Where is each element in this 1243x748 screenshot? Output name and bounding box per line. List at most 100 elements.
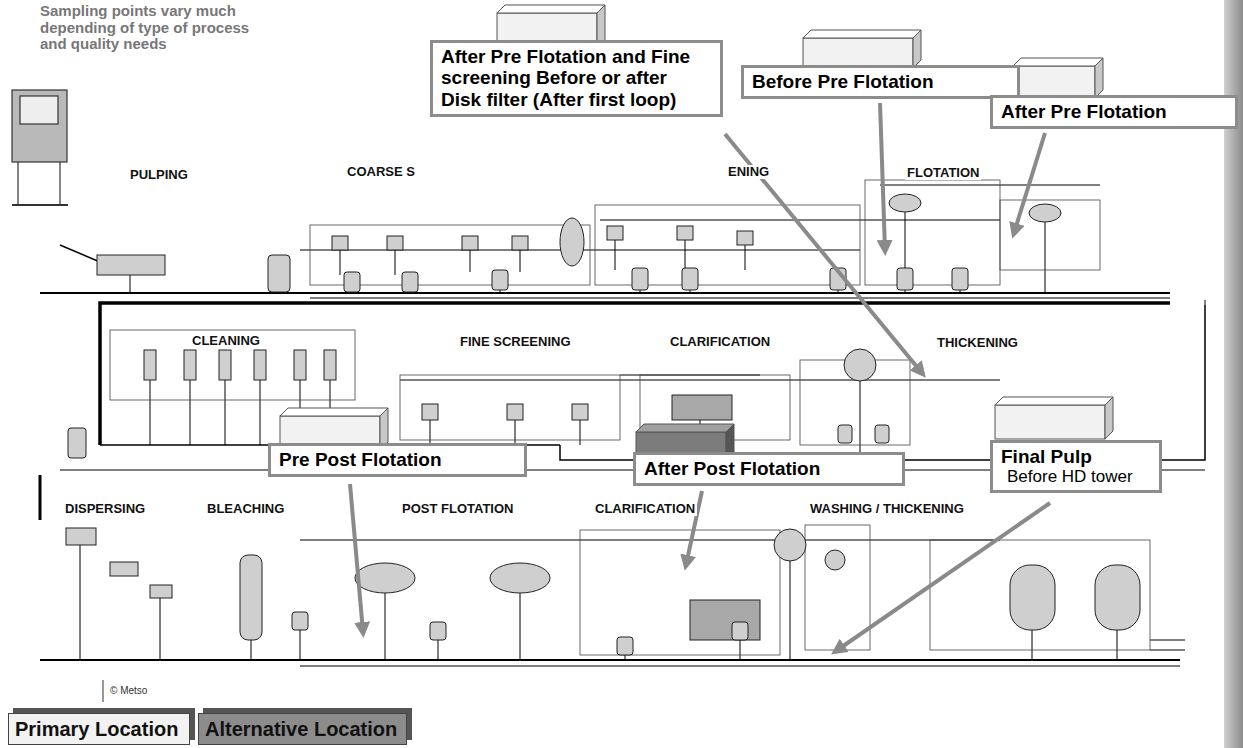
leader-arrow <box>1014 133 1045 233</box>
analyzer-box <box>1013 66 1095 98</box>
pulper-machine <box>20 96 58 124</box>
process-frames <box>110 180 1150 655</box>
process-frames <box>110 330 355 400</box>
legend-text: Primary Location <box>15 718 178 740</box>
process-units <box>68 428 86 458</box>
section-label: ENING <box>726 165 771 179</box>
callout-subtext: Before HD tower <box>1001 467 1151 486</box>
callout-text: After Pre Flotation and Fine screening B… <box>441 46 712 110</box>
section-label: FINE SCREENING <box>458 335 573 349</box>
process-frames <box>805 525 870 650</box>
sampling-callout: Pre Post Flotation <box>268 443 527 477</box>
process-units <box>844 349 876 381</box>
process-pipes <box>40 292 1170 294</box>
pulper-machine <box>12 90 68 205</box>
process-units <box>677 226 693 240</box>
analyzer-box <box>995 405 1105 439</box>
process-units <box>110 562 138 576</box>
process-units <box>97 255 165 275</box>
legend-swatch: Primary Location <box>8 713 190 745</box>
section-label: WASHING / THICKENING <box>808 502 966 516</box>
sampling-callout: After Post Flotation <box>633 452 905 486</box>
analyzer-box <box>913 30 921 68</box>
copyright-text: © Metso <box>108 685 149 696</box>
process-pipes <box>39 475 42 520</box>
process-units <box>294 350 306 380</box>
callout-text: Pre Post Flotation <box>279 449 516 470</box>
analyzer-box <box>280 5 1113 462</box>
process-units <box>490 563 550 593</box>
pulper-machine <box>12 204 68 206</box>
section-label: BLEACHING <box>205 502 286 516</box>
process-units <box>825 550 845 570</box>
process-units <box>617 637 633 655</box>
legend-swatch: Alternative Location <box>198 713 407 745</box>
leader-arrow <box>350 484 363 632</box>
analyzer-box <box>1095 58 1103 98</box>
leader-arrow <box>880 103 885 250</box>
process-units <box>292 612 308 630</box>
process-units <box>430 622 446 640</box>
process-units <box>268 255 290 292</box>
analyzer-box <box>803 30 921 38</box>
copyright-tick <box>103 680 104 702</box>
process-pipes <box>80 545 790 660</box>
process-units <box>324 350 336 380</box>
section-label: CLARIFICATION <box>593 502 697 516</box>
callout-text: After Post Flotation <box>644 458 894 479</box>
process-units <box>184 350 196 380</box>
callout-text: After Pre Flotation <box>1001 101 1227 122</box>
analyzer-box <box>1013 58 1103 66</box>
process-units <box>344 272 360 292</box>
pulper-machine <box>59 162 60 205</box>
legend-text: Alternative Location <box>205 718 397 740</box>
process-pipes <box>310 298 1170 299</box>
pulper-machine <box>12 90 67 162</box>
section-label: COARSE S <box>345 165 417 179</box>
leader-arrow <box>350 103 1050 651</box>
process-units <box>690 600 760 640</box>
process-units <box>219 350 231 380</box>
process-frames <box>580 530 780 655</box>
section-label: CLEANING <box>190 334 262 348</box>
section-label: FLOTATION <box>905 166 981 180</box>
process-units <box>572 404 588 420</box>
process-pipes <box>300 666 1180 667</box>
process-frames <box>400 375 620 440</box>
process-units <box>560 218 584 266</box>
process-units <box>462 236 478 250</box>
callout-text: Final Pulp <box>1001 446 1151 467</box>
pulper-machine <box>17 162 18 205</box>
sampling-callout: Final PulpBefore HD tower <box>990 440 1162 493</box>
process-units <box>150 585 172 598</box>
process-units <box>512 236 528 250</box>
process-units <box>422 404 438 420</box>
leader-arrow <box>836 503 1050 651</box>
process-pipes <box>40 659 1180 661</box>
process-pipes <box>100 303 1170 445</box>
callout-text: Before Pre Flotation <box>752 71 1009 92</box>
process-units <box>889 194 921 212</box>
process-frames <box>1000 200 1100 270</box>
copyright-tick <box>103 680 104 702</box>
process-units <box>1095 565 1140 630</box>
process-units <box>1010 565 1055 630</box>
process-units <box>838 425 852 443</box>
process-pipes <box>1150 640 1185 650</box>
process-units <box>737 231 753 245</box>
process-units <box>952 268 968 290</box>
process-pipes <box>130 258 960 293</box>
analyzer-box <box>803 38 913 68</box>
analyzer-box <box>280 408 388 416</box>
process-pipes <box>340 212 1045 293</box>
section-label: PULPING <box>128 168 190 182</box>
process-units <box>332 236 348 250</box>
section-label: THICKENING <box>935 336 1020 350</box>
analyzer-box <box>1105 397 1113 439</box>
process-units <box>732 622 748 640</box>
analyzer-box <box>497 5 605 13</box>
process-units <box>66 194 1140 655</box>
sampling-callout: Before Pre Flotation <box>741 65 1020 99</box>
process-units <box>607 226 623 240</box>
sampling-callout: After Pre Flotation <box>990 95 1238 129</box>
